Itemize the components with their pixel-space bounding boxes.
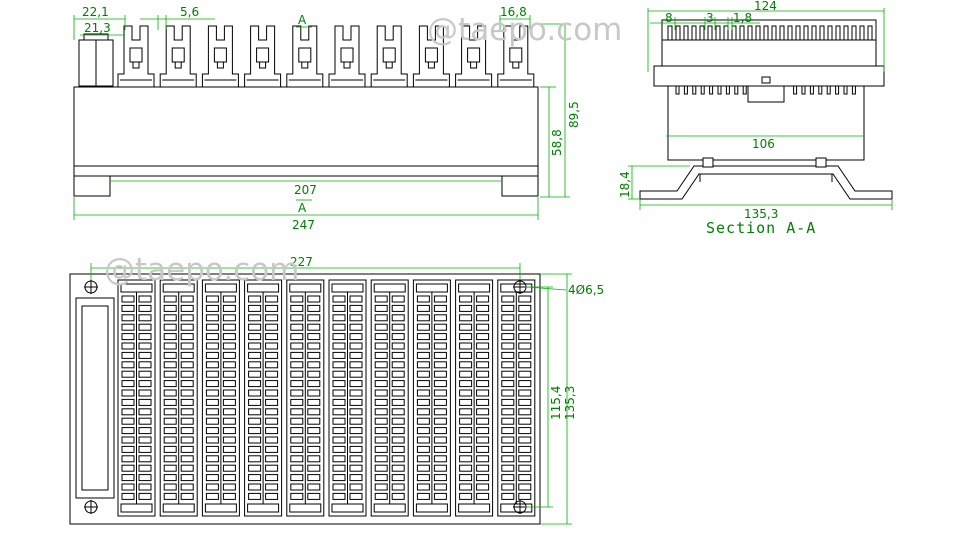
top-module [201,279,240,517]
front-base [73,165,539,177]
top-module [328,279,367,517]
front-dimensions: 22,1 21,3 5,6 16,8 A A 89,5 58,8 207 247 [73,5,581,232]
section-slot [818,85,823,95]
dim-3: 3 [706,11,714,25]
dim-8: 8 [665,11,673,25]
bracket-screw-left [702,157,714,168]
dim-89-5: 89,5 [567,101,581,128]
dim-115-4: 115,4 [549,386,563,420]
front-modules [117,25,535,87]
front-module [370,25,408,87]
section-slot [742,85,747,95]
section-slot [809,85,814,95]
mount-hole-bl [84,500,98,514]
dim-207: 207 [294,183,317,197]
section-slot [709,85,714,95]
front-module [328,25,366,87]
section-slot [835,85,840,95]
section-slot [700,85,705,95]
section-latch [747,85,785,103]
top-modules [117,279,536,517]
section-view [639,19,893,200]
section-slots [675,85,856,95]
dim-22-1: 22,1 [82,5,109,19]
dim-135-3-top: 135,3 [563,386,577,420]
front-module [412,25,450,87]
section-dimensions: 124 8 3 1,8 106 18,4 135,3 Section A-A [618,0,893,237]
front-module [497,25,535,87]
dim-holes: 4Ø6,5 [568,283,604,297]
mounting-bracket [639,165,893,200]
dim-58-8: 58,8 [550,129,564,156]
top-module [244,279,283,517]
section-slot [793,85,798,95]
section-slot [826,85,831,95]
top-module [497,279,536,517]
mount-hole-tl [84,280,98,294]
section-slot [725,85,730,95]
section-slot [717,85,722,95]
section-slot [734,85,739,95]
top-dimensions: 227 4Ø6,5 115,4 135,3 [90,255,604,525]
dim-124: 124 [754,0,777,13]
section-slot [683,85,688,95]
section-slot [675,85,680,95]
dim-18-4: 18,4 [618,171,632,198]
top-module [370,279,409,517]
section-caption: Section A-A [706,219,816,237]
top-module [117,279,156,517]
top-view [69,273,541,525]
section-slot [801,85,806,95]
section-marker-top: A [298,13,307,27]
dim-247: 247 [292,218,315,232]
top-module [412,279,451,517]
front-view [73,25,539,197]
watermark-top: @taepo.com [427,12,622,48]
front-foot-left [73,175,111,197]
dim-1-8: 1,8 [733,11,752,25]
front-module [201,25,239,87]
front-module [159,25,197,87]
front-body [73,86,539,167]
dim-106: 106 [752,137,775,151]
top-module [286,279,325,517]
front-module [244,25,282,87]
top-module [159,279,198,517]
watermark-bottom: @taepo.com [104,252,299,288]
front-module [286,25,324,87]
bracket-screw-right [815,157,827,168]
dim-227: 227 [290,255,313,269]
front-foot-right [501,175,539,197]
section-slot [843,85,848,95]
section-marker-bottom: A [298,201,307,215]
dim-16-8: 16,8 [500,5,527,19]
front-module [455,25,493,87]
front-module [117,25,155,87]
dim-5-6: 5,6 [180,5,199,19]
dim-21-3: 21,3 [84,21,111,35]
section-slot [851,85,856,95]
section-slot [692,85,697,95]
dim-135-3: 135,3 [744,207,778,221]
section-teeth [662,25,876,41]
top-module [455,279,494,517]
